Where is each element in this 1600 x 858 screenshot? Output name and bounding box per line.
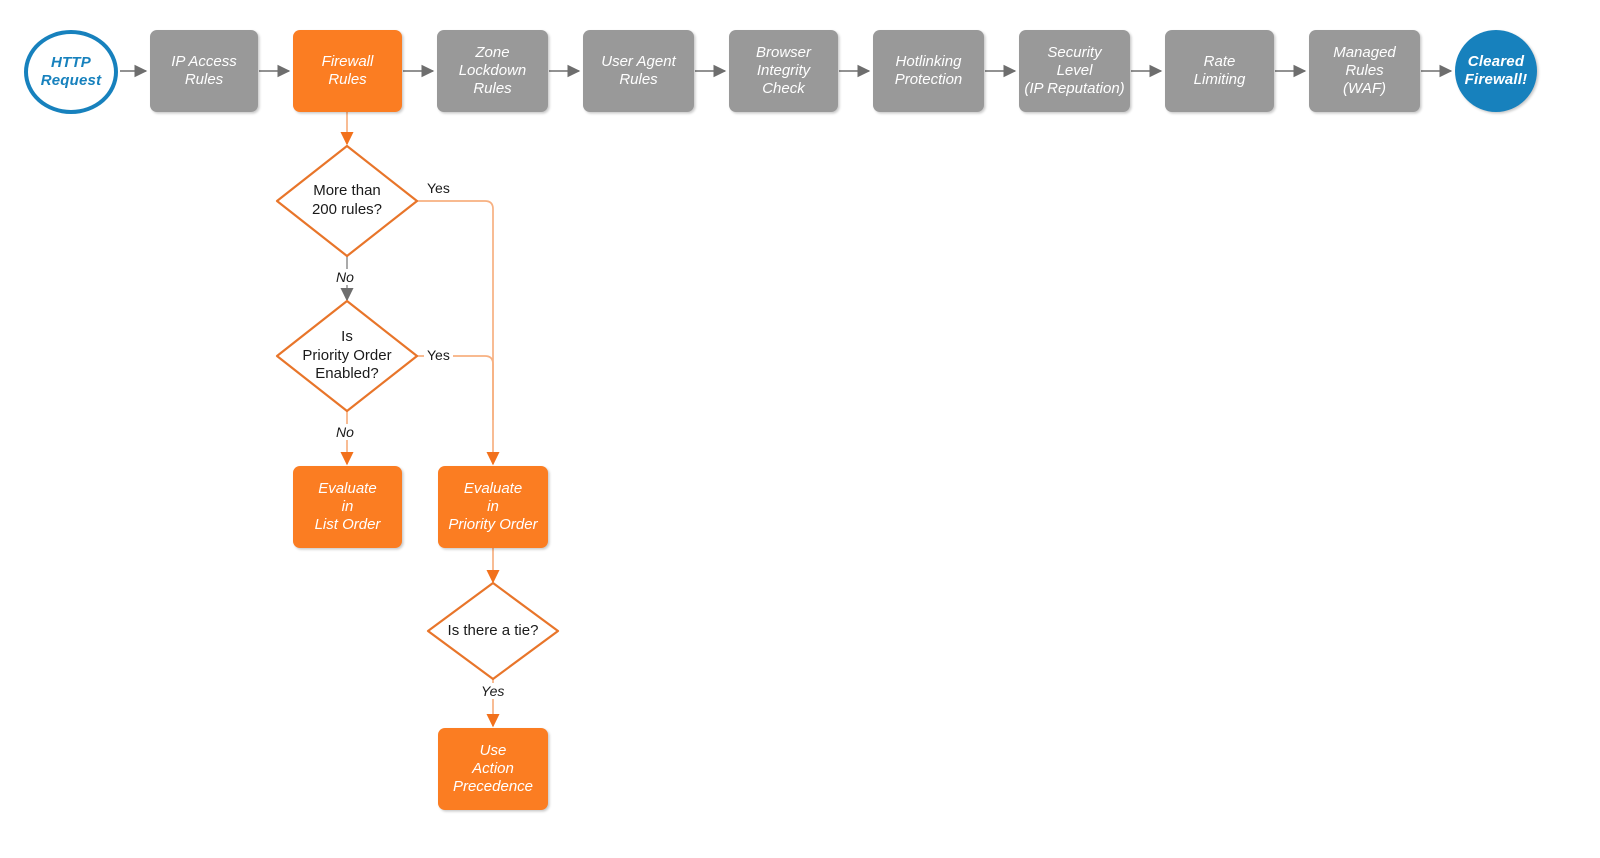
- edge-label-priority-order-yes: Yes: [424, 347, 453, 363]
- node-browser-integrity-check[interactable]: Browser Integrity Check: [729, 30, 838, 112]
- node-firewall-rules[interactable]: Firewall Rules: [293, 30, 402, 112]
- node-evaluate-in-priority-order[interactable]: Evaluate in Priority Order: [438, 466, 548, 548]
- edge-label-tie-yes: Yes: [478, 683, 508, 699]
- node-zone-lockdown-rules[interactable]: Zone Lockdown Rules: [437, 30, 548, 112]
- node-http-request[interactable]: HTTP Request: [24, 30, 118, 114]
- node-rate-limiting[interactable]: Rate Limiting: [1165, 30, 1274, 112]
- decision-is-priority-order-enabled[interactable]: Is Priority Order Enabled?: [277, 301, 417, 411]
- edge-label-more-than-200-no: No: [333, 269, 357, 285]
- decision-is-there-a-tie-label: Is there a tie?: [447, 621, 539, 639]
- edge-label-more-than-200-yes: Yes: [424, 180, 453, 196]
- node-evaluate-in-list-order[interactable]: Evaluate in List Order: [293, 466, 402, 548]
- node-managed-rules-waf[interactable]: Managed Rules (WAF): [1309, 30, 1420, 112]
- node-ip-access-rules[interactable]: IP Access Rules: [150, 30, 258, 112]
- node-user-agent-rules[interactable]: User Agent Rules: [583, 30, 694, 112]
- decision-is-priority-order-enabled-label: Is Priority Order Enabled?: [302, 327, 392, 383]
- node-security-level[interactable]: Security Level (IP Reputation): [1019, 30, 1130, 112]
- edge-label-priority-order-no: No: [333, 424, 357, 440]
- decision-is-there-a-tie[interactable]: Is there a tie?: [428, 583, 558, 679]
- decision-more-than-200-rules-label: More than 200 rules?: [311, 182, 383, 218]
- node-cleared-firewall[interactable]: Cleared Firewall!: [1455, 30, 1537, 112]
- node-use-action-precedence[interactable]: Use Action Precedence: [438, 728, 548, 810]
- decision-more-than-200-rules[interactable]: More than 200 rules?: [277, 146, 417, 256]
- node-hotlinking-protection[interactable]: Hotlinking Protection: [873, 30, 984, 112]
